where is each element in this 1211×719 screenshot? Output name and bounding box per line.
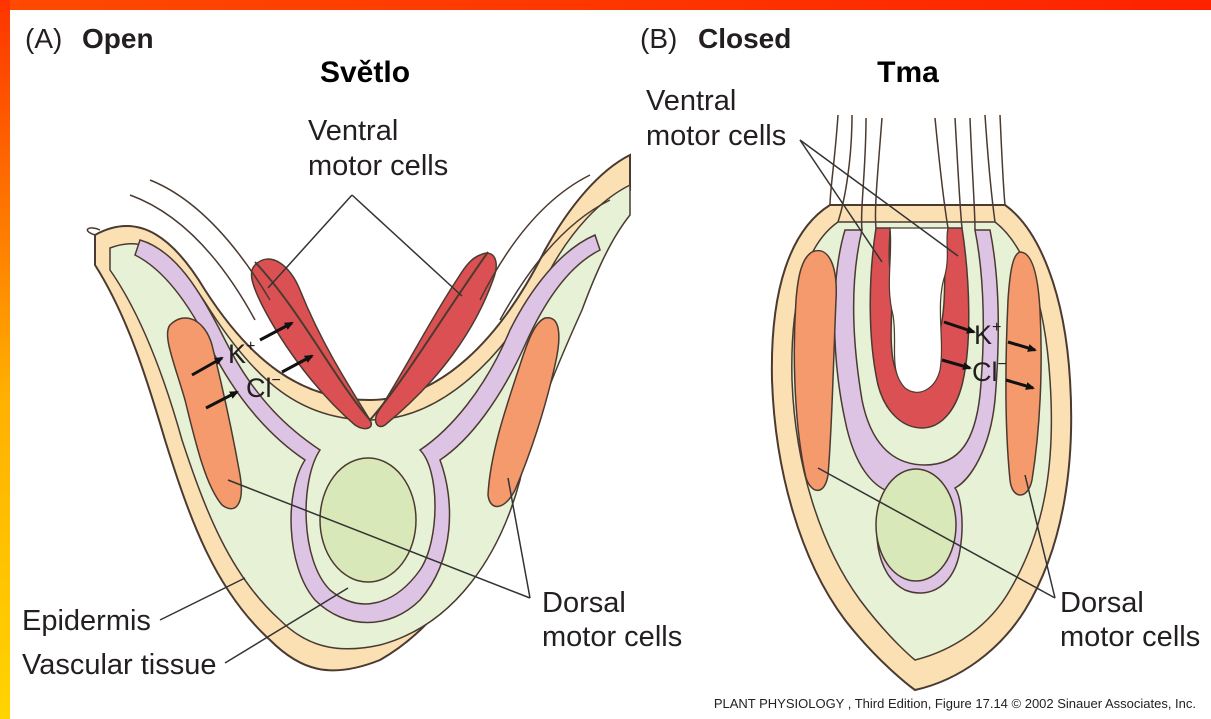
b-ventral-label-2: motor cells [646, 120, 786, 152]
panel-b-title: Closed [698, 23, 791, 54]
panel-b-letter: (B) [640, 23, 677, 54]
b-vascular-core [876, 469, 956, 581]
epidermis-label: Epidermis [22, 605, 151, 637]
a-ventral-label-2: motor cells [308, 150, 448, 182]
a-vascular-core [320, 458, 416, 582]
panel-a-condition: Světlo [320, 56, 410, 89]
a-ventral-label-1: Ventral [308, 115, 398, 147]
a-dorsal-label-2: motor cells [542, 621, 682, 653]
vascular-tissue-label: Vascular tissue [22, 649, 217, 681]
panel-a-title: Open [82, 23, 154, 54]
figure-credit: PLANT PHYSIOLOGY , Third Edition, Figure… [714, 696, 1196, 711]
b-dorsal-label-1: Dorsal [1060, 587, 1144, 619]
panel-b-condition: Tma [877, 56, 939, 89]
panel-b-closed: K+ Cl− [772, 115, 1071, 690]
a-dorsal-label-1: Dorsal [542, 587, 626, 619]
b-dorsal-label-2: motor cells [1060, 621, 1200, 653]
panel-a-letter: (A) [25, 23, 62, 54]
b-ventral-label-1: Ventral [646, 85, 736, 117]
